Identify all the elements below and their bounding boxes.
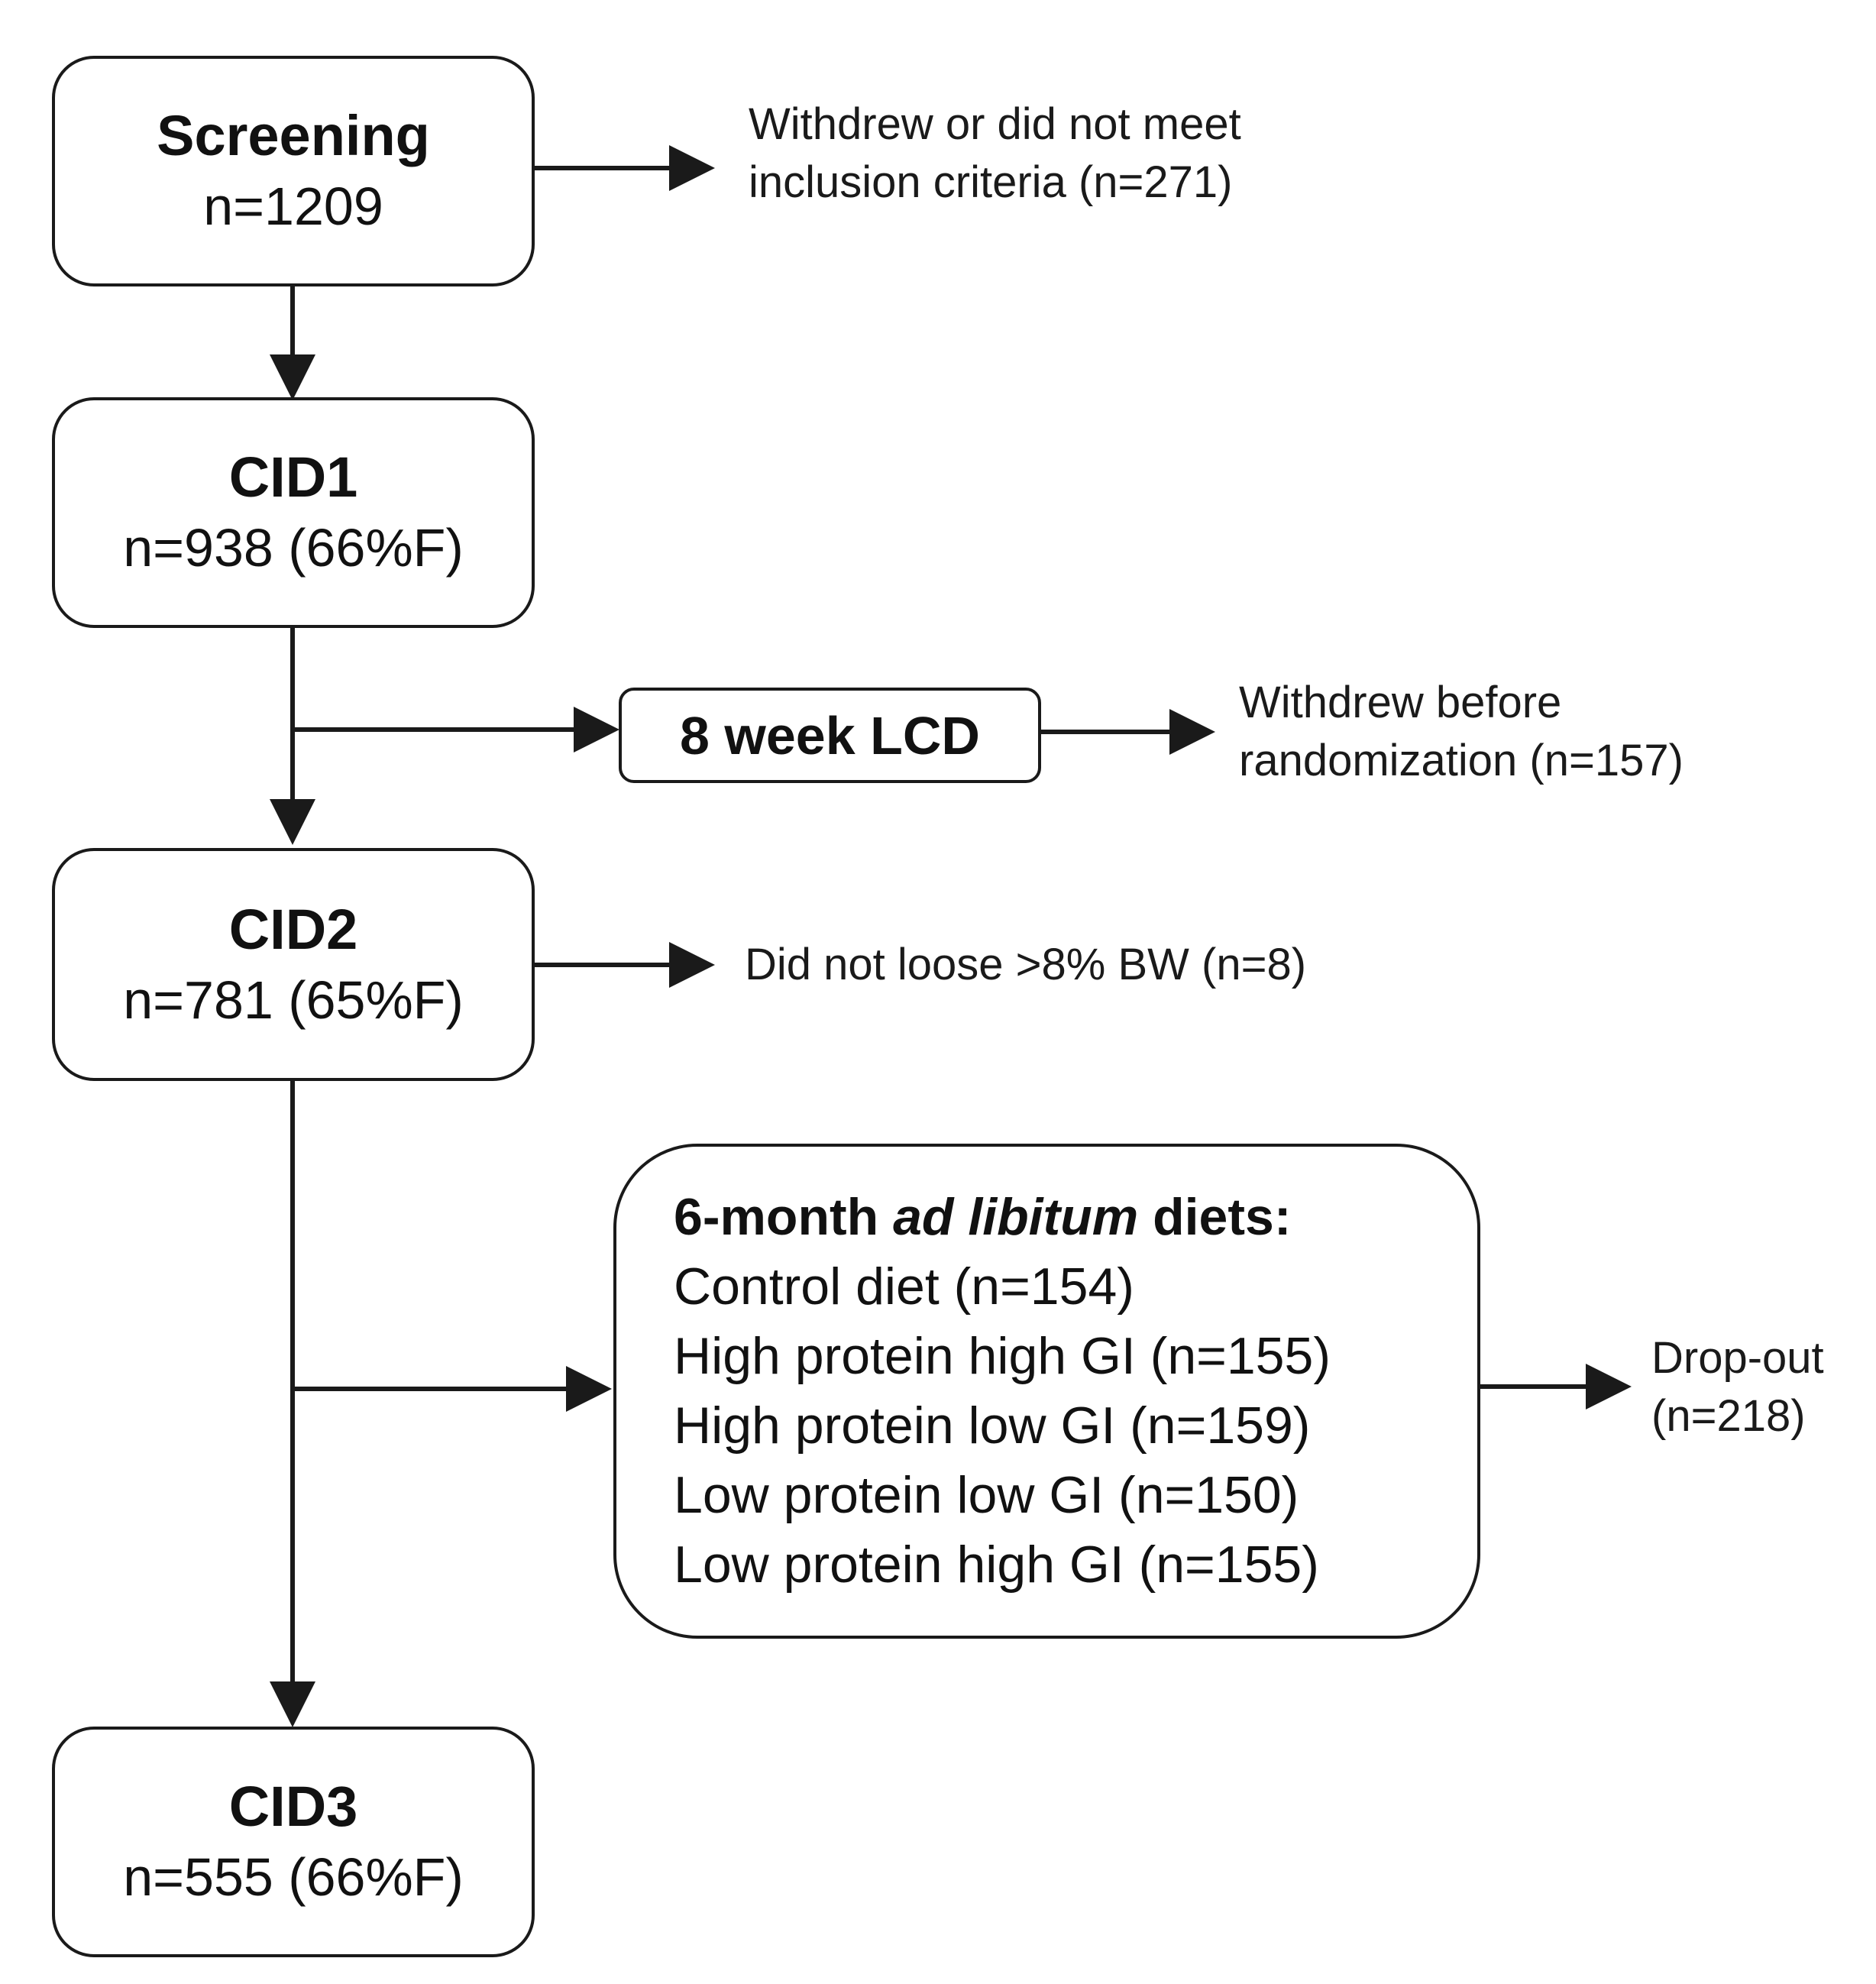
cid1-title: CID1 (228, 445, 358, 509)
cid3-count: n=555 (66%F) (123, 1847, 464, 1907)
diet-item-high-protein-high-gi: High protein high GI (n=155) (674, 1327, 1331, 1385)
screening-exclusion-text: Withdrew or did not meet inclusion crite… (749, 95, 1241, 212)
dropout-line1: Drop-out (1651, 1333, 1824, 1383)
screening-count: n=1209 (203, 176, 383, 236)
diets-heading-emphasis: ad libitum (893, 1188, 1139, 1246)
cid2-count: n=781 (65%F) (123, 969, 464, 1030)
cid2-exclusion-line: Did not loose >8% BW (n=8) (745, 940, 1307, 989)
screening-exclusion-line2: inclusion criteria (n=271) (749, 157, 1233, 207)
diet-item-low-protein-low-gi: Low protein low GI (n=150) (674, 1466, 1299, 1524)
lcd-label: 8 week LCD (680, 705, 980, 765)
lcd-withdrawal-line2: randomization (n=157) (1239, 736, 1684, 785)
diets-heading-suffix: diets: (1153, 1188, 1292, 1246)
cid3-box: CID3 n=555 (66%F) (52, 1727, 535, 1957)
screening-exclusion-line1: Withdrew or did not meet (749, 99, 1241, 149)
cid1-box: CID1 n=938 (66%F) (52, 397, 535, 628)
screening-title: Screening (157, 104, 430, 167)
cid3-title: CID3 (228, 1775, 358, 1838)
dropout-line2: (n=218) (1651, 1391, 1806, 1441)
cid2-title: CID2 (228, 897, 358, 961)
dropout-text: Drop-out (n=218) (1651, 1329, 1824, 1445)
diets-box: 6-month ad libitum diets: Control diet (… (613, 1144, 1480, 1639)
diet-item-high-protein-low-gi: High protein low GI (n=159) (674, 1397, 1311, 1455)
cid2-exclusion-text: Did not loose >8% BW (n=8) (745, 936, 1306, 994)
diets-heading-prefix: 6-month (674, 1188, 879, 1246)
diets-heading: 6-month ad libitum diets: (674, 1183, 1291, 1252)
lcd-withdrawal-line1: Withdrew before (1239, 678, 1562, 727)
diet-item-low-protein-high-gi: Low protein high GI (n=155) (674, 1536, 1319, 1594)
cid2-box: CID2 n=781 (65%F) (52, 848, 535, 1081)
diet-item-control: Control diet (n=154) (674, 1257, 1134, 1316)
lcd-withdrawal-text: Withdrew before randomization (n=157) (1239, 674, 1684, 790)
screening-box: Screening n=1209 (52, 56, 535, 286)
lcd-box: 8 week LCD (619, 688, 1041, 783)
cid1-count: n=938 (66%F) (123, 518, 464, 578)
